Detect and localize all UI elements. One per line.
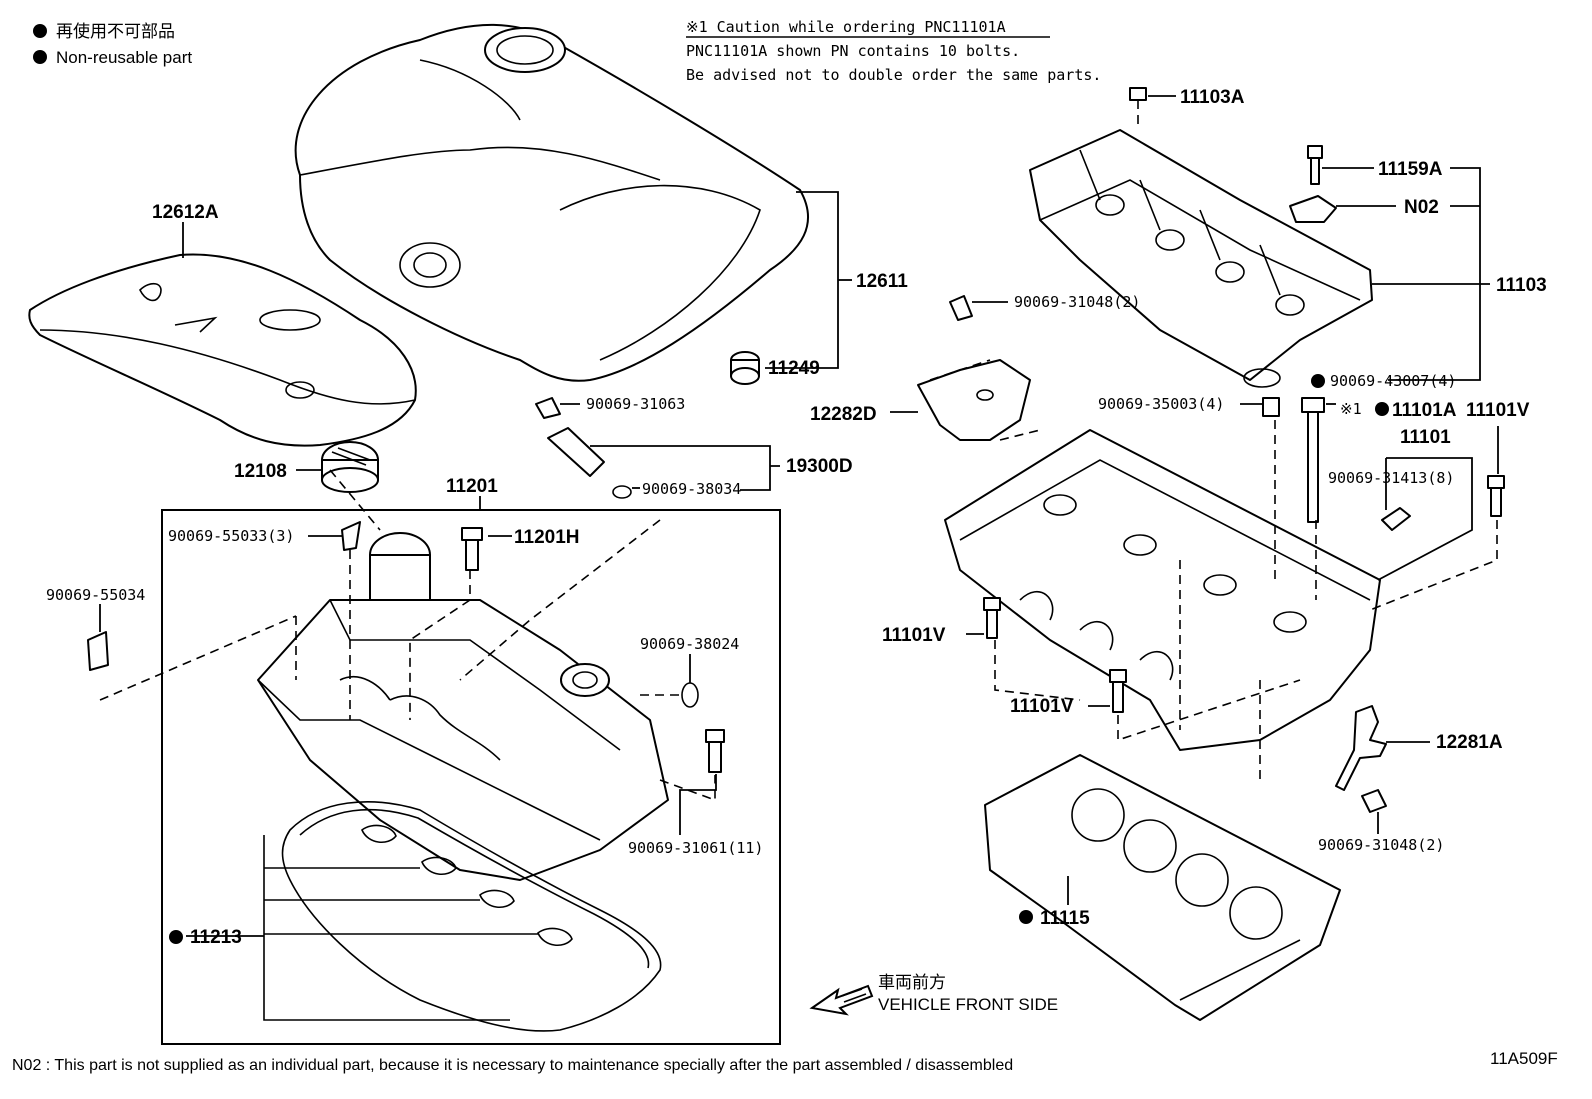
leader-lines xyxy=(99,95,1499,937)
stud-11201h xyxy=(461,527,483,571)
callout-90069-31048-top: 90069-31048(2) xyxy=(1014,293,1140,311)
callout-11101a-prefix: ※1 xyxy=(1340,400,1362,418)
head-gasket-11115 xyxy=(984,754,1341,1021)
non-reusable-dot-icon xyxy=(169,930,183,944)
bolt-11103a xyxy=(1129,87,1147,128)
clip-90069-55033 xyxy=(341,521,361,551)
engine-cover-12612a xyxy=(28,253,417,447)
callout-90069-38024: 90069-38024 xyxy=(640,635,739,653)
callout-11103: 11103 xyxy=(1496,275,1547,296)
non-reusable-dot-icon xyxy=(1375,402,1389,416)
oil-filler-cap-12108 xyxy=(321,441,379,493)
bracket-12282d xyxy=(917,359,1031,441)
direction-en: VEHICLE FRONT SIDE xyxy=(878,995,1058,1014)
group-box-11201 xyxy=(161,509,781,1045)
callout-90069-31413: 90069-31413(8) xyxy=(1328,469,1454,487)
callout-19300d: 19300D xyxy=(786,456,853,477)
bolt-90069-31063 xyxy=(535,397,561,419)
bolt-11101a xyxy=(1301,397,1325,523)
non-reusable-dot-icon xyxy=(33,50,47,64)
callout-90069-31048-bottom: 90069-31048(2) xyxy=(1318,836,1444,854)
bolt-90069-31048-top xyxy=(949,295,973,321)
legend-en: Non-reusable part xyxy=(56,48,192,67)
o-ring-90069-43007 xyxy=(1243,368,1281,388)
vehicle-front-indicator: 車両前方 VEHICLE FRONT SIDE xyxy=(809,973,1058,1016)
callout-11213: 11213 xyxy=(190,927,242,948)
cylinder-head-cover-11201 xyxy=(257,532,669,881)
callout-11201: 11201 xyxy=(446,476,498,497)
assembly-guides xyxy=(99,469,716,802)
sensor-19300d xyxy=(547,427,632,499)
stud-90069-31413 xyxy=(1381,507,1411,531)
legend-jp: 再使用不可部品 xyxy=(56,21,175,41)
callout-11201h: 11201H xyxy=(514,527,580,548)
assembly-guides-right xyxy=(929,359,1498,780)
non-reusable-dot-icon xyxy=(33,24,47,38)
bolt-11101v-right xyxy=(1487,475,1505,517)
diagram-code: 11A509F xyxy=(1490,1049,1558,1068)
callout-12108: 12108 xyxy=(234,461,287,482)
callout-90069-43007: 90069-43007(4) xyxy=(1330,372,1456,390)
callout-n02: N02 xyxy=(1404,197,1439,218)
non-reusable-dot-icon xyxy=(1311,374,1325,388)
callout-11115: 11115 xyxy=(1040,908,1090,929)
dowel-90069-35003 xyxy=(1262,397,1280,417)
front-arrow-icon xyxy=(809,984,874,1016)
footnote: N02 : This part is not supplied as an in… xyxy=(12,1057,1013,1074)
callout-11101v-left: 11101V xyxy=(882,625,946,646)
legend: 再使用不可部品 Non-reusable part xyxy=(33,21,192,67)
clip-90069-55034 xyxy=(87,631,109,671)
callout-11159a: 11159A xyxy=(1378,159,1443,180)
callout-labels: 12612A 12611 11249 12108 11201 11201H 90… xyxy=(46,87,1547,948)
bolt-11101v-mid xyxy=(1109,669,1127,713)
callout-11101v-right: 11101V xyxy=(1466,400,1530,421)
grommet-11249 xyxy=(730,351,760,385)
callout-11101: 11101 xyxy=(1400,427,1451,448)
bolt-11159a xyxy=(1307,145,1323,185)
part-n02 xyxy=(1289,195,1337,223)
o-ring-90069-38024 xyxy=(681,682,699,708)
bolt-90069-31048-bottom xyxy=(1361,789,1387,813)
callout-11101a: 11101A xyxy=(1392,400,1457,421)
callout-90069-55033: 90069-55033(3) xyxy=(168,527,294,545)
bolt-90069-31061 xyxy=(705,729,725,773)
callout-11103a: 11103A xyxy=(1180,87,1245,108)
callout-90069-38034: 90069-38034 xyxy=(642,480,741,498)
callout-11249: 11249 xyxy=(768,358,820,379)
callout-90069-31063: 90069-31063 xyxy=(586,395,685,413)
caution-line-3: Be advised not to double order the same … xyxy=(686,66,1101,84)
caution-note: ※1 Caution while ordering PNC11101A PNC1… xyxy=(686,18,1101,84)
direction-jp: 車両前方 xyxy=(878,973,946,992)
bolt-11101v-left xyxy=(983,597,1001,639)
camshaft-housing-11103 xyxy=(1029,129,1373,381)
non-reusable-dot-icon xyxy=(1019,910,1033,924)
callout-90069-35003: 90069-35003(4) xyxy=(1098,395,1224,413)
engine-cover-12611 xyxy=(294,23,810,382)
caution-line-1: ※1 Caution while ordering PNC11101A xyxy=(686,18,1006,36)
callout-12612a: 12612A xyxy=(152,202,219,223)
callout-12282d: 12282D xyxy=(810,404,877,425)
callout-90069-31061: 90069-31061(11) xyxy=(628,839,763,857)
callout-11101v-mid: 11101V xyxy=(1010,696,1074,717)
callout-12611: 12611 xyxy=(856,271,908,292)
callout-12281a: 12281A xyxy=(1436,732,1503,753)
head-cover-gasket-11213 xyxy=(281,801,662,1032)
callout-90069-55034: 90069-55034 xyxy=(46,586,145,604)
bracket-12281a xyxy=(1335,705,1387,791)
caution-line-2: PNC11101A shown PN contains 10 bolts. xyxy=(686,42,1020,60)
